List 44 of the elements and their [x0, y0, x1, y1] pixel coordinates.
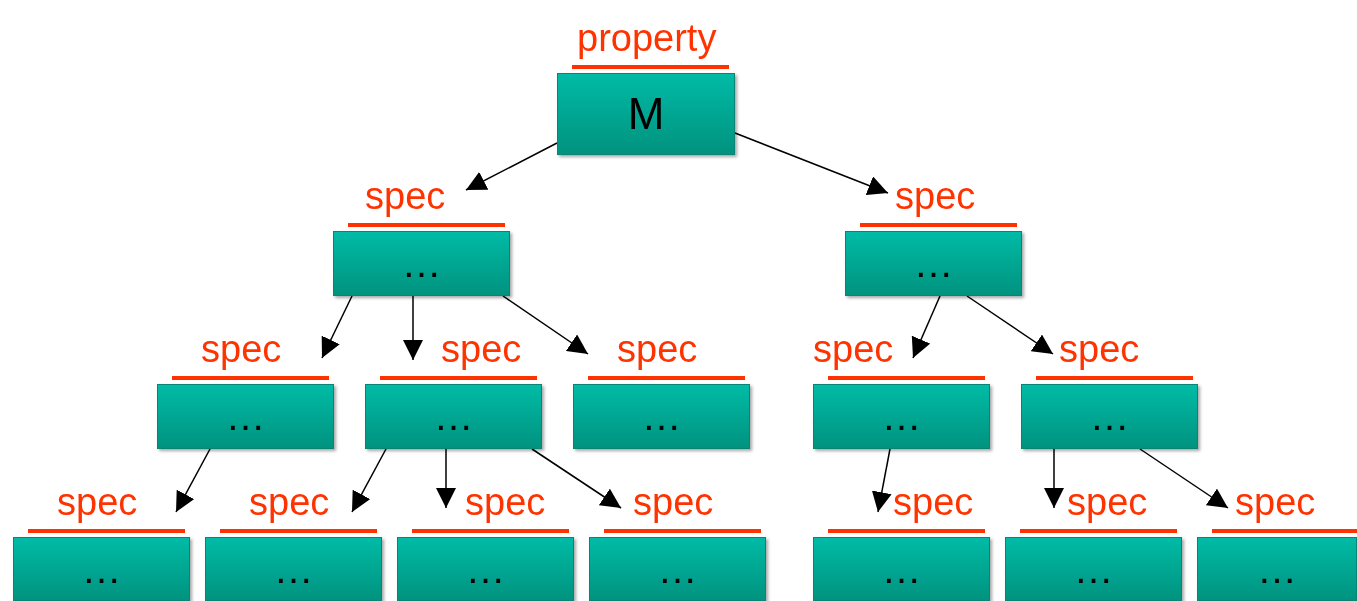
- process-box: …: [205, 537, 382, 601]
- process-box: …: [365, 384, 542, 449]
- node-heading: spec: [632, 480, 715, 525]
- process-box: …: [813, 384, 990, 449]
- arrow: [871, 448, 892, 513]
- process-box: …: [845, 231, 1022, 296]
- node-heading: property: [576, 16, 718, 61]
- process-box: …: [397, 537, 574, 601]
- node-heading: spec: [56, 480, 139, 525]
- node-heading: spec: [894, 174, 977, 219]
- arrow: [351, 448, 387, 513]
- process-box: …: [13, 537, 190, 601]
- node-heading: spec: [1058, 327, 1141, 372]
- arrow: [966, 295, 1054, 355]
- node-heading: spec: [813, 327, 895, 372]
- process-box: …: [573, 384, 750, 449]
- node-heading: spec: [464, 480, 547, 525]
- process-box: …: [813, 537, 990, 601]
- process-box: …: [157, 384, 334, 449]
- node-heading: spec: [892, 480, 975, 525]
- process-box: …: [589, 537, 766, 601]
- arrow: [436, 448, 456, 509]
- arrow: [321, 295, 353, 359]
- node-heading: spec: [1066, 480, 1149, 525]
- arrow: [175, 448, 211, 513]
- arrow: [1044, 448, 1064, 509]
- arrow: [734, 132, 889, 195]
- node-heading: spec: [440, 327, 523, 372]
- process-box: M: [557, 73, 735, 155]
- node-heading: spec: [248, 480, 331, 525]
- arrow: [1139, 448, 1229, 509]
- process-box: …: [1005, 537, 1182, 601]
- process-box: …: [333, 231, 510, 296]
- arrow: [465, 142, 558, 191]
- arrow: [502, 295, 589, 355]
- arrow: [531, 448, 622, 509]
- node-heading: spec: [616, 327, 699, 372]
- node-heading: spec: [1234, 480, 1317, 525]
- process-box: …: [1021, 384, 1198, 449]
- arrow: [911, 295, 941, 359]
- arrow: [403, 295, 423, 361]
- node-heading: spec: [200, 327, 283, 372]
- node-heading: spec: [364, 174, 447, 219]
- process-box: …: [1197, 537, 1357, 601]
